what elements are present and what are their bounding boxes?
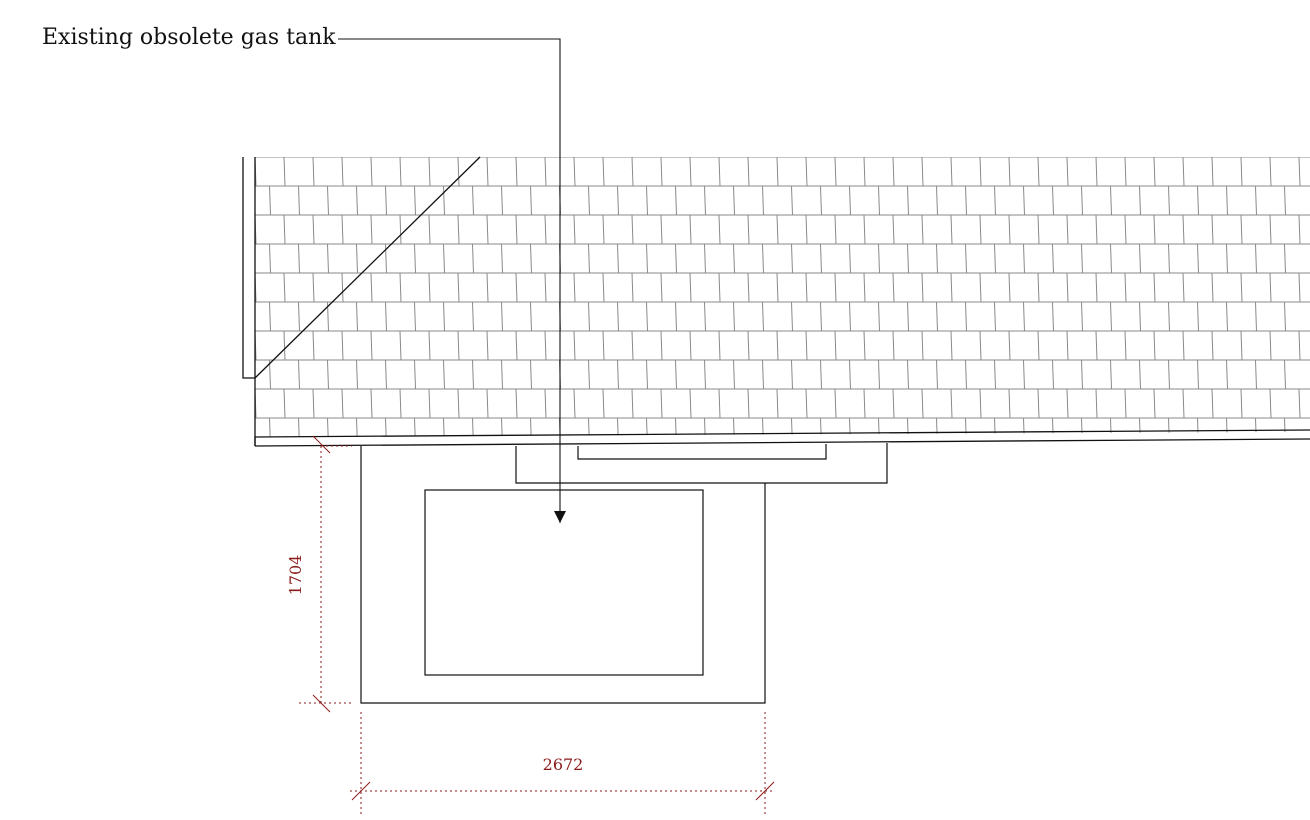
connector-housing <box>515 443 888 484</box>
roof-eave-line <box>254 429 1310 438</box>
depth-tick-top <box>312 435 331 454</box>
hip-ridge-line <box>254 156 481 379</box>
gas-tank-enclosure <box>360 443 888 704</box>
callout-leader-line <box>338 38 566 523</box>
enclosure-outline <box>360 446 766 704</box>
dimension-depth <box>299 435 352 713</box>
gas-tank-body <box>424 489 704 676</box>
roof-tile-pattern <box>255 157 1310 437</box>
width-dimension-label: 2672 <box>543 755 584 774</box>
roof-gutter-line <box>254 438 1310 447</box>
depth-dimension-label: 1704 <box>286 555 305 596</box>
width-tick-left <box>351 781 371 801</box>
left-wall-line <box>242 157 255 379</box>
callout-label: Existing obsolete gas tank <box>42 25 336 50</box>
depth-tick-bottom <box>312 694 331 713</box>
building-outline <box>242 156 1310 447</box>
callout: Existing obsolete gas tank <box>42 25 566 523</box>
width-tick-right <box>755 781 775 801</box>
connector-inner <box>577 444 827 460</box>
dimension-width <box>350 712 775 815</box>
roof-tile-lines <box>255 157 1310 437</box>
